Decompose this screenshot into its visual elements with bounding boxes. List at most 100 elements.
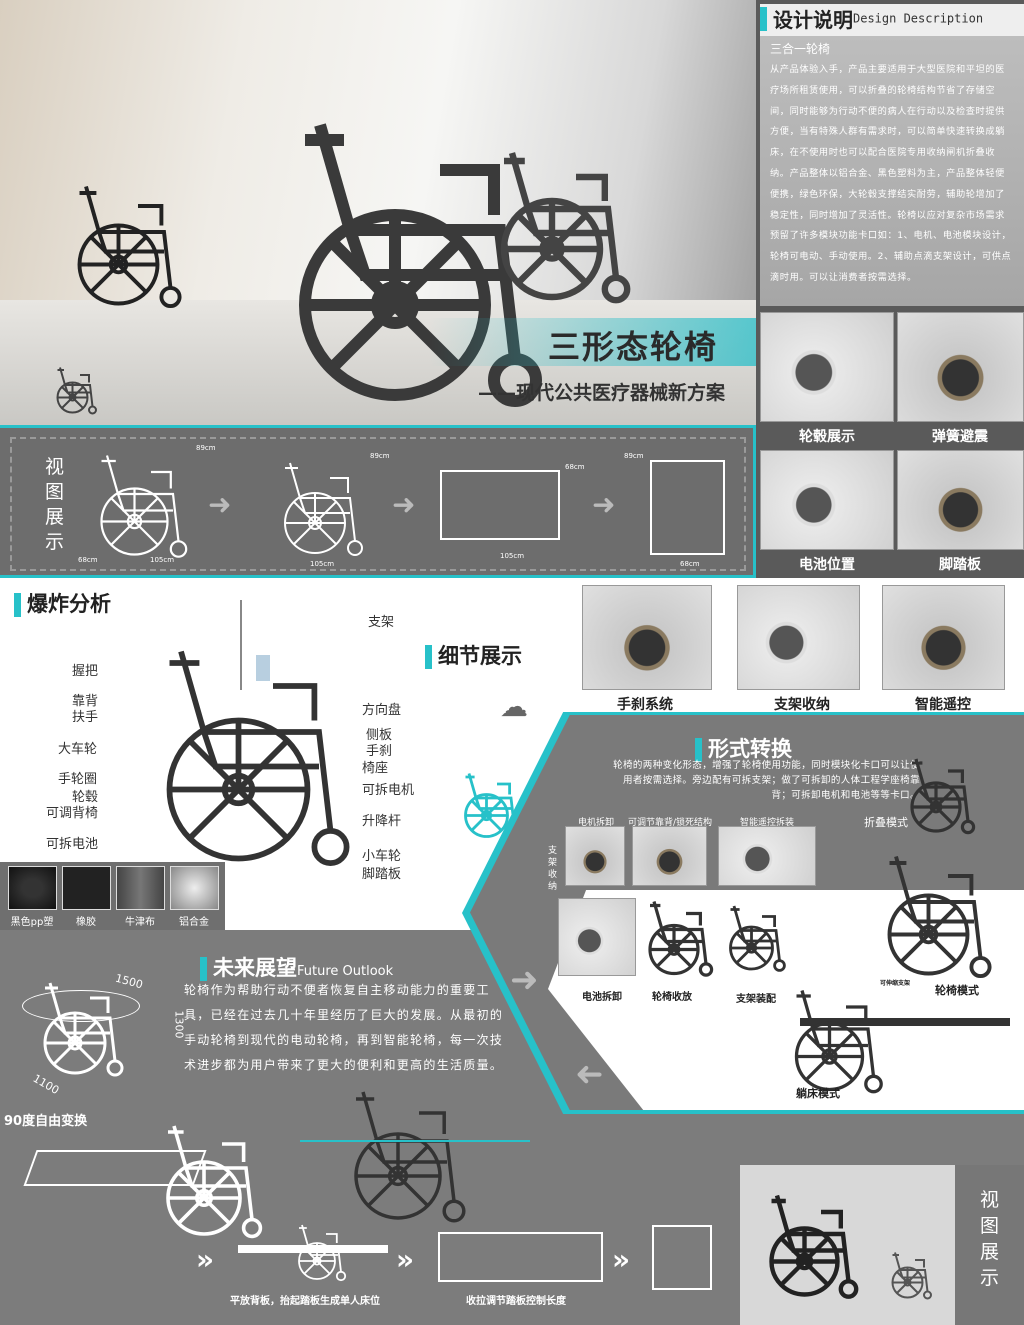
detail-title: 细节展示	[425, 640, 522, 670]
part-label: 手刹	[366, 744, 393, 759]
part-label: 可拆电池	[46, 837, 99, 852]
dim: 105cm	[150, 556, 175, 564]
dim-height: 1300	[172, 1010, 186, 1039]
dim: 105cm	[500, 552, 525, 560]
material-label: 铝合金	[179, 917, 209, 928]
caption: 收拉调节踏板控制长度	[466, 1296, 566, 1307]
part-label: 握把	[72, 664, 99, 679]
description-heading: 三合一轮椅	[770, 42, 831, 56]
photo-hub	[760, 312, 894, 422]
rotation-ring	[22, 990, 140, 1022]
dim: 68cm	[565, 463, 585, 471]
photo-remote	[882, 585, 1005, 690]
label-spring: 弹簧避震	[932, 429, 988, 445]
detail-label: 手刹系统	[617, 697, 673, 713]
view-label: 视图展示	[45, 456, 65, 553]
arrow-right-icon: ➜	[592, 488, 616, 521]
form-text: 轮椅的两种变化形态，增强了轮椅使用功能，同时模块化卡口可以让使用者按需选择。旁边…	[613, 760, 920, 801]
mode-label: 躺床模式	[796, 1087, 840, 1100]
dim: 68cm	[680, 560, 700, 568]
detail-label: 支架收纳	[774, 697, 830, 713]
part-label: 椅座	[362, 761, 389, 776]
mode-label: 折叠模式	[864, 816, 908, 829]
wheelchair-folded-mode	[900, 735, 980, 855]
part-label: 大车轮	[58, 742, 98, 757]
wheelchair-outline-icon	[885, 1245, 935, 1305]
dim: 89cm	[196, 444, 216, 452]
double-chevron-icon: »	[612, 1243, 631, 1276]
form-label: 智能遥控拆装	[740, 818, 795, 828]
arrow-left-icon: ➜	[575, 1055, 604, 1095]
photo-stand	[737, 585, 860, 690]
double-chevron-icon: »	[396, 1243, 415, 1276]
photo-battery-remove	[558, 898, 636, 976]
rotate-label: 90度自由变换	[4, 1114, 88, 1129]
wheelchair-mode-image	[865, 850, 1005, 980]
photo-remote-mount	[718, 826, 816, 886]
part-label: 方向盘	[362, 703, 402, 718]
accent-line	[300, 1140, 530, 1142]
wheelchair-stand-image	[720, 895, 790, 980]
front-view	[652, 1225, 712, 1290]
view-label: 视图展示	[980, 1189, 1000, 1289]
material-swatch-oxford	[116, 866, 165, 910]
photo-motor	[565, 826, 625, 886]
part-label: 侧板	[366, 728, 393, 743]
dim: 89cm	[624, 452, 644, 460]
dim: 68cm	[78, 556, 98, 564]
arrow-right-icon: ➜	[208, 488, 232, 521]
view-label-panel	[955, 1165, 1024, 1325]
form-label: 电池拆卸	[582, 992, 622, 1003]
part-label: 靠背	[72, 694, 99, 709]
material-swatch-pp	[8, 866, 57, 910]
photo-footrest	[897, 450, 1024, 550]
part-label: 轮毂	[72, 790, 99, 805]
wheelchair-fold-image	[638, 895, 718, 980]
mode-label: 轮椅模式	[935, 984, 979, 997]
photo-brake	[582, 585, 712, 690]
bed-wheelchair-image	[150, 1120, 270, 1240]
part-label: 升降杆	[362, 814, 402, 829]
wheelchair-dimension-image	[30, 968, 130, 1088]
title-band	[430, 318, 756, 366]
dim: 105cm	[310, 560, 335, 568]
detail-label: 智能遥控	[915, 697, 971, 713]
form-side-label: 支架收纳	[548, 846, 558, 892]
part-label: 支架	[368, 615, 395, 630]
label-footrest: 脚踏板	[939, 557, 981, 573]
view-frame	[10, 437, 746, 571]
double-chevron-icon: »	[196, 1243, 215, 1276]
bed-top-view	[438, 1232, 603, 1282]
bed-flat-image	[238, 1245, 388, 1253]
iv-pole	[240, 600, 242, 690]
view-side	[265, 458, 375, 558]
photo-battery	[760, 450, 894, 550]
label-hub: 轮毂展示	[799, 429, 855, 445]
form-label: 支架装配	[736, 994, 776, 1005]
main-title: 三形态轮椅	[548, 328, 719, 366]
form-title: 形式转换	[695, 733, 792, 763]
part-label: 扶手	[72, 710, 99, 725]
section-title-en: Design Description	[853, 11, 984, 26]
dim: 89cm	[370, 452, 390, 460]
material-label: 橡胶	[76, 917, 96, 928]
future-title: 未来展望Future Outlook	[200, 952, 393, 982]
extendable-tag: 可伸缩支架	[880, 980, 911, 987]
label-battery: 电池位置	[799, 557, 855, 573]
form-label: 电机拆卸	[578, 818, 615, 828]
form-label: 轮椅收放	[652, 992, 692, 1003]
part-label: 可调背椅	[46, 806, 99, 821]
future-text: 轮椅作为帮助行动不便者恢复自主移动能力的重要工具，已经在过去几十年里经历了巨大的…	[184, 983, 504, 1072]
form-label: 可调节靠背/锁死结构	[628, 818, 713, 828]
material-swatch-rubber	[62, 866, 111, 910]
design-description-header: 设计说明Design Description	[760, 4, 1024, 36]
part-label: 脚踏板	[362, 867, 402, 882]
part-label: 小车轮	[362, 849, 402, 864]
material-swatch-aluminum	[170, 866, 219, 910]
bed-surface	[800, 1018, 1010, 1026]
section-title: 设计说明	[773, 8, 853, 32]
arrow-right-icon: ➜	[392, 488, 416, 521]
part-label: 可拆电机	[362, 783, 415, 798]
bed-mode-image	[780, 985, 890, 1095]
sub-title: ——现代公共医疗器械新方案	[478, 382, 726, 404]
